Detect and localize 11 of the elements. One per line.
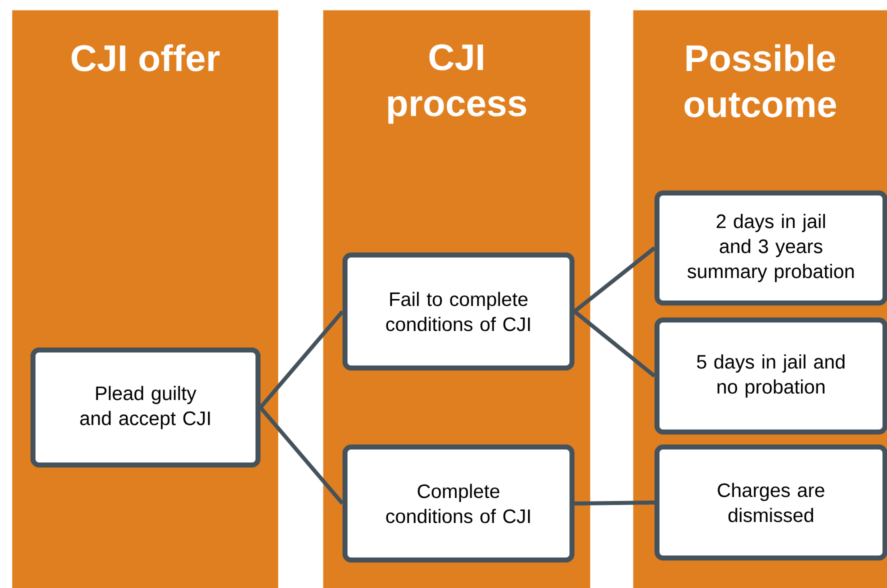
process-box: Charges are dismissed — [654, 444, 887, 560]
connector-line — [573, 246, 656, 314]
process-box: 5 days in jail and no probation — [654, 318, 887, 434]
connector-line — [258, 406, 344, 505]
connector-line — [574, 500, 655, 506]
connector-line — [258, 310, 344, 409]
process-box: Plead guilty and accept CJI — [30, 348, 260, 468]
process-box: Fail to complete conditions of CJI — [342, 252, 574, 370]
process-box: 2 days in jail and 3 years summary probation — [654, 190, 887, 306]
connector-line — [573, 310, 656, 378]
process-box: Complete conditions of CJI — [342, 444, 574, 562]
